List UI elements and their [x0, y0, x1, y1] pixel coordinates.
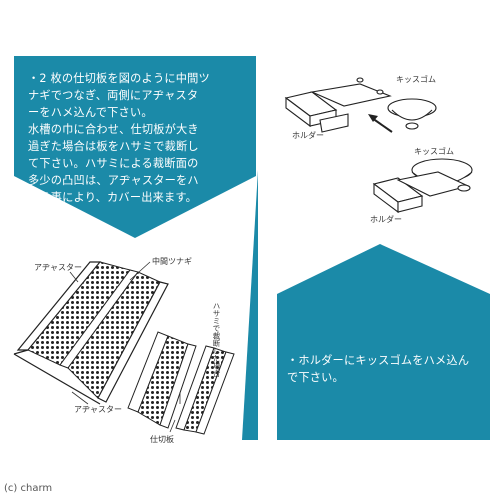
label-middle-joint: 中間ツナギ — [152, 257, 192, 266]
instruction-line: 過ぎた場合は板をハサミで裁断し — [28, 140, 199, 153]
instruction-line: て下さい。ハサミによる裁断面の — [28, 157, 199, 170]
label-scissors-cut: ハサミで裁断した場合 — [212, 302, 221, 377]
label-kiss-gum-2: キッスゴム — [414, 147, 454, 156]
label-kiss-gum-1: キッスゴム — [396, 75, 436, 84]
holder-suction-diagram-1 — [284, 77, 437, 133]
leader-lines — [69, 261, 181, 433]
instruction-line: ーをハメ込んで下さい。 — [28, 106, 153, 119]
instruction-line: メる事により、カバー出来ます。 — [28, 191, 198, 204]
right-instruction-panel — [277, 244, 490, 440]
center-spike — [242, 170, 258, 440]
assembled-partition-diagram — [13, 261, 169, 405]
instruction-line: で下さい。 — [287, 371, 344, 384]
cut-partition-diagram — [127, 331, 235, 435]
left-instruction-panel — [14, 56, 256, 238]
instruction-line: ・ホルダーにキッスゴムをハメ込ん — [287, 354, 470, 367]
label-partition: 仕切板 — [150, 435, 174, 444]
label-holder-1: ホルダー — [292, 131, 324, 140]
right-instruction-text: ・ホルダーにキッスゴムをハメ込ん で下さい。 — [287, 352, 477, 386]
label-holder-2: ホルダー — [370, 215, 402, 224]
instruction-line: ナギでつなぎ、両側にアヂャスタ — [28, 89, 199, 102]
instruction-line: 水槽の巾に合わせ、仕切板が大き — [28, 123, 199, 136]
label-adjuster-bottom: アヂャスター — [74, 405, 122, 414]
holder-suction-diagram-2 — [372, 158, 473, 214]
label-adjuster-top: アヂャスター — [34, 263, 82, 272]
left-instruction-text: ・2 枚の仕切板を図のように中間ツ ナギでつなぎ、両側にアヂャスタ ーをハメ込ん… — [28, 70, 246, 206]
instruction-line: ・2 枚の仕切板を図のように中間ツ — [28, 72, 210, 85]
watermark: (c) charm — [4, 483, 53, 494]
instruction-line: 多少の凸凹は、アヂャスターをハ — [28, 174, 199, 187]
